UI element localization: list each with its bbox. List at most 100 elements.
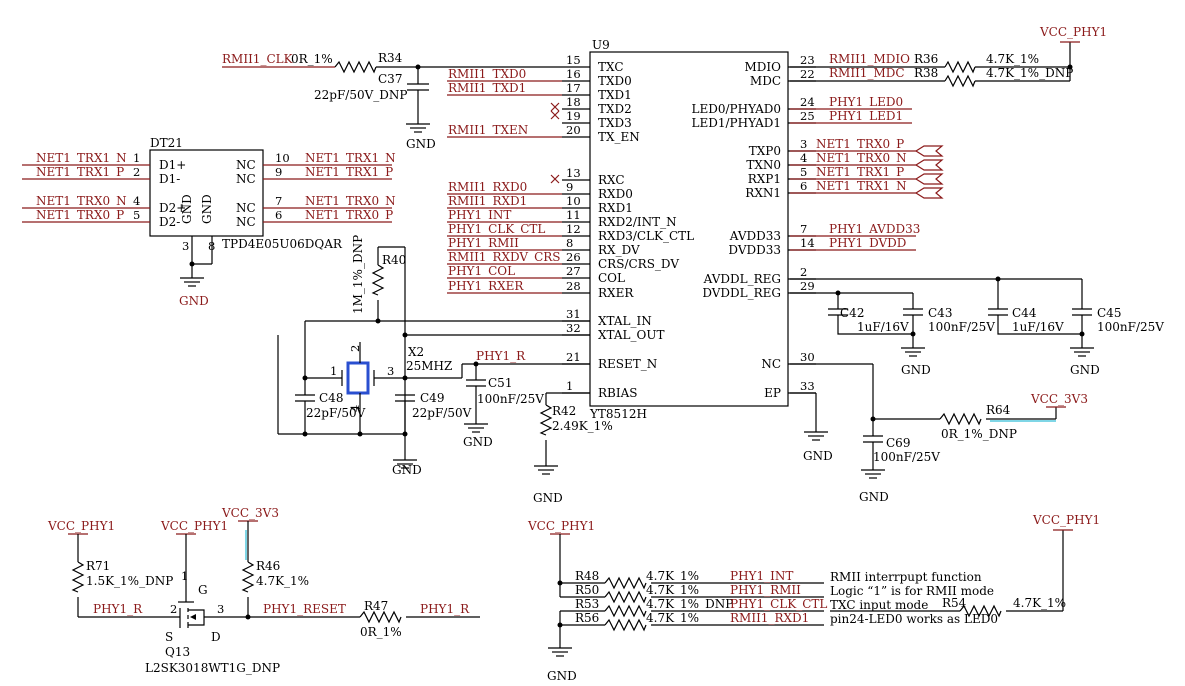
r54-ref: R54 xyxy=(942,596,967,610)
q13-ref: Q13 xyxy=(165,645,190,659)
u9-pin-num: 32 xyxy=(566,321,581,335)
r64-value: 0R_1%_DNP xyxy=(941,427,1017,441)
c45-ref: C45 xyxy=(1097,306,1121,320)
u9-pin-name: MDC xyxy=(750,74,781,88)
u9-pin-name: AVDD33 xyxy=(729,229,781,243)
strap-value: 4.7K_1% xyxy=(646,583,699,597)
q13-pin1: 1 xyxy=(181,569,188,583)
u9-pin-name: TXD0 xyxy=(598,74,632,88)
left-net-label: RMII1_TXD0 xyxy=(448,67,526,81)
net1-trx1-p-net: NET1_TRX1_P xyxy=(816,165,904,179)
left-net-label: RMII1_TXEN xyxy=(448,123,528,137)
rmii1-clk-net: RMII1_CLK xyxy=(222,52,294,66)
q13-g: G xyxy=(198,583,208,597)
c48-ref: C48 xyxy=(319,391,343,405)
c45-gnd: GND xyxy=(1070,363,1100,377)
c48-value: 22pF/50V xyxy=(306,406,366,420)
phy1-led1-net: PHY1_LED1 xyxy=(829,109,903,123)
r42-gnd: GND xyxy=(533,491,563,505)
left-net-label: RMII1_RXD0 xyxy=(448,180,527,194)
u9-pin-num: 12 xyxy=(566,222,581,236)
u9-pin-name: RXN1 xyxy=(745,186,781,200)
mdio-pullups: VCC_PHY1 RMII1_MDIO RMII1_MDC R36 R38 4.… xyxy=(790,25,1107,88)
dt21-right-net: NET1_TRX0_P xyxy=(305,208,393,222)
dt21-right-num: 9 xyxy=(275,165,282,179)
x2-pin2: 2 xyxy=(348,345,362,352)
dt21-left-pin: D2- xyxy=(159,215,180,229)
u9-pin-name: DVDDL_REG xyxy=(702,286,781,300)
net1-trx0-n-net: NET1_TRX0_N xyxy=(816,151,907,165)
u9-pin-num: 15 xyxy=(566,53,581,67)
strap-value: 4.7K_1% xyxy=(646,611,699,625)
note-led0: pin24-LED0 works as LED0 xyxy=(830,612,998,626)
dt21-right-num: 7 xyxy=(275,194,282,208)
phy1-reset-net: PHY1_RESET xyxy=(263,602,346,616)
c42-ref: C42 xyxy=(840,306,864,320)
q13-pin3: 3 xyxy=(217,602,224,616)
phy1-led0-net: PHY1_LED0 xyxy=(829,95,903,109)
u9-pin-name: RESET_N xyxy=(598,357,657,371)
r42-value: 2.49K_1% xyxy=(552,419,613,433)
left-nets: RMII1_TXD0RMII1_TXD1RMII1_TXENRMII1_RXD0… xyxy=(447,67,562,294)
strap-value: 4.7K_1% xyxy=(646,569,699,583)
u9-pin-num: 5 xyxy=(800,165,807,179)
left-net-label: PHY1_COL xyxy=(448,264,515,278)
strap-net: RMII1_RXD1 xyxy=(730,611,809,625)
vcc-phy1-r71: VCC_PHY1 xyxy=(47,519,115,533)
dt21-left-pin: D2+ xyxy=(159,201,186,215)
dt21-right-pin: NC xyxy=(236,215,256,229)
dt21-right-net: NET1_TRX1_P xyxy=(305,165,393,179)
u9-pin-num: 10 xyxy=(566,194,581,208)
u9-pin-name: EP xyxy=(764,386,781,400)
u9-pin-name: RXD2/INT_N xyxy=(598,215,677,229)
u9-pin-num: 20 xyxy=(566,123,581,137)
r34-ref: R34 xyxy=(378,51,403,65)
strap-net: PHY1_INT xyxy=(730,569,793,583)
c37-value: 22pF/50V_DNP xyxy=(314,88,407,102)
u9-pin-name: TXP0 xyxy=(749,144,781,158)
u9-pin-num: 30 xyxy=(800,350,815,364)
r71-ref: R71 xyxy=(86,559,110,573)
u9-pin-name: TXD2 xyxy=(598,102,632,116)
u9-pin-num: 8 xyxy=(566,236,573,250)
dt21-right-num: 10 xyxy=(275,151,290,165)
vcc-phy1-top: VCC_PHY1 xyxy=(1039,25,1107,39)
u9-pin-name: LED0/PHYAD0 xyxy=(692,102,781,116)
strap-ref: R48 xyxy=(575,569,599,583)
x2-gnd: GND xyxy=(392,463,422,477)
u9-pin-num: 23 xyxy=(800,53,815,67)
c43-ref: C43 xyxy=(928,306,952,320)
q13-s: S xyxy=(165,630,173,644)
u9-pin-num: 27 xyxy=(566,264,581,278)
c37-gnd: GND xyxy=(406,137,436,151)
strap-value: 4.7K_1%_DNP xyxy=(646,597,733,611)
rmii1-mdio-net: RMII1_MDIO xyxy=(829,52,910,66)
u9-pin-name: COL xyxy=(598,271,625,285)
phy1-dvdd-net: PHY1_DVDD xyxy=(829,236,906,250)
u9-pin-num: 13 xyxy=(566,166,581,180)
phy1-avdd33-net: PHY1_AVDD33 xyxy=(829,222,920,236)
r47-ref: R47 xyxy=(364,599,388,613)
c49-ref: C49 xyxy=(420,391,444,405)
u9-part: YT8512H xyxy=(589,407,647,421)
u9-pin-name: XTAL_OUT xyxy=(598,328,664,342)
c37-ref: C37 xyxy=(378,72,402,86)
left-net-label: PHY1_RXER xyxy=(448,279,524,293)
r38-ref: R38 xyxy=(914,66,938,80)
dt21-right-pin: NC xyxy=(236,158,256,172)
r38-value: 4.7K_1%_DNP xyxy=(986,66,1073,80)
dt21-left-net: NET1_TRX0_P xyxy=(36,208,124,222)
u9-pin-num: 33 xyxy=(800,379,815,393)
dt21-left-num: 1 xyxy=(133,151,140,165)
u9-pin-num: 16 xyxy=(566,67,581,81)
u9-pin-name: TXD1 xyxy=(598,88,632,102)
c37-capacitor: C37 22pF/50V_DNP GND xyxy=(314,67,436,151)
c51-value: 100nF/25V xyxy=(477,392,544,406)
u9-pin-name: RXD0 xyxy=(598,187,633,201)
dt21-gnd-a: GND xyxy=(180,194,194,224)
dt21-left-pin: D1- xyxy=(159,172,180,186)
strap-net: PHY1_CLK_CTL xyxy=(730,597,827,611)
